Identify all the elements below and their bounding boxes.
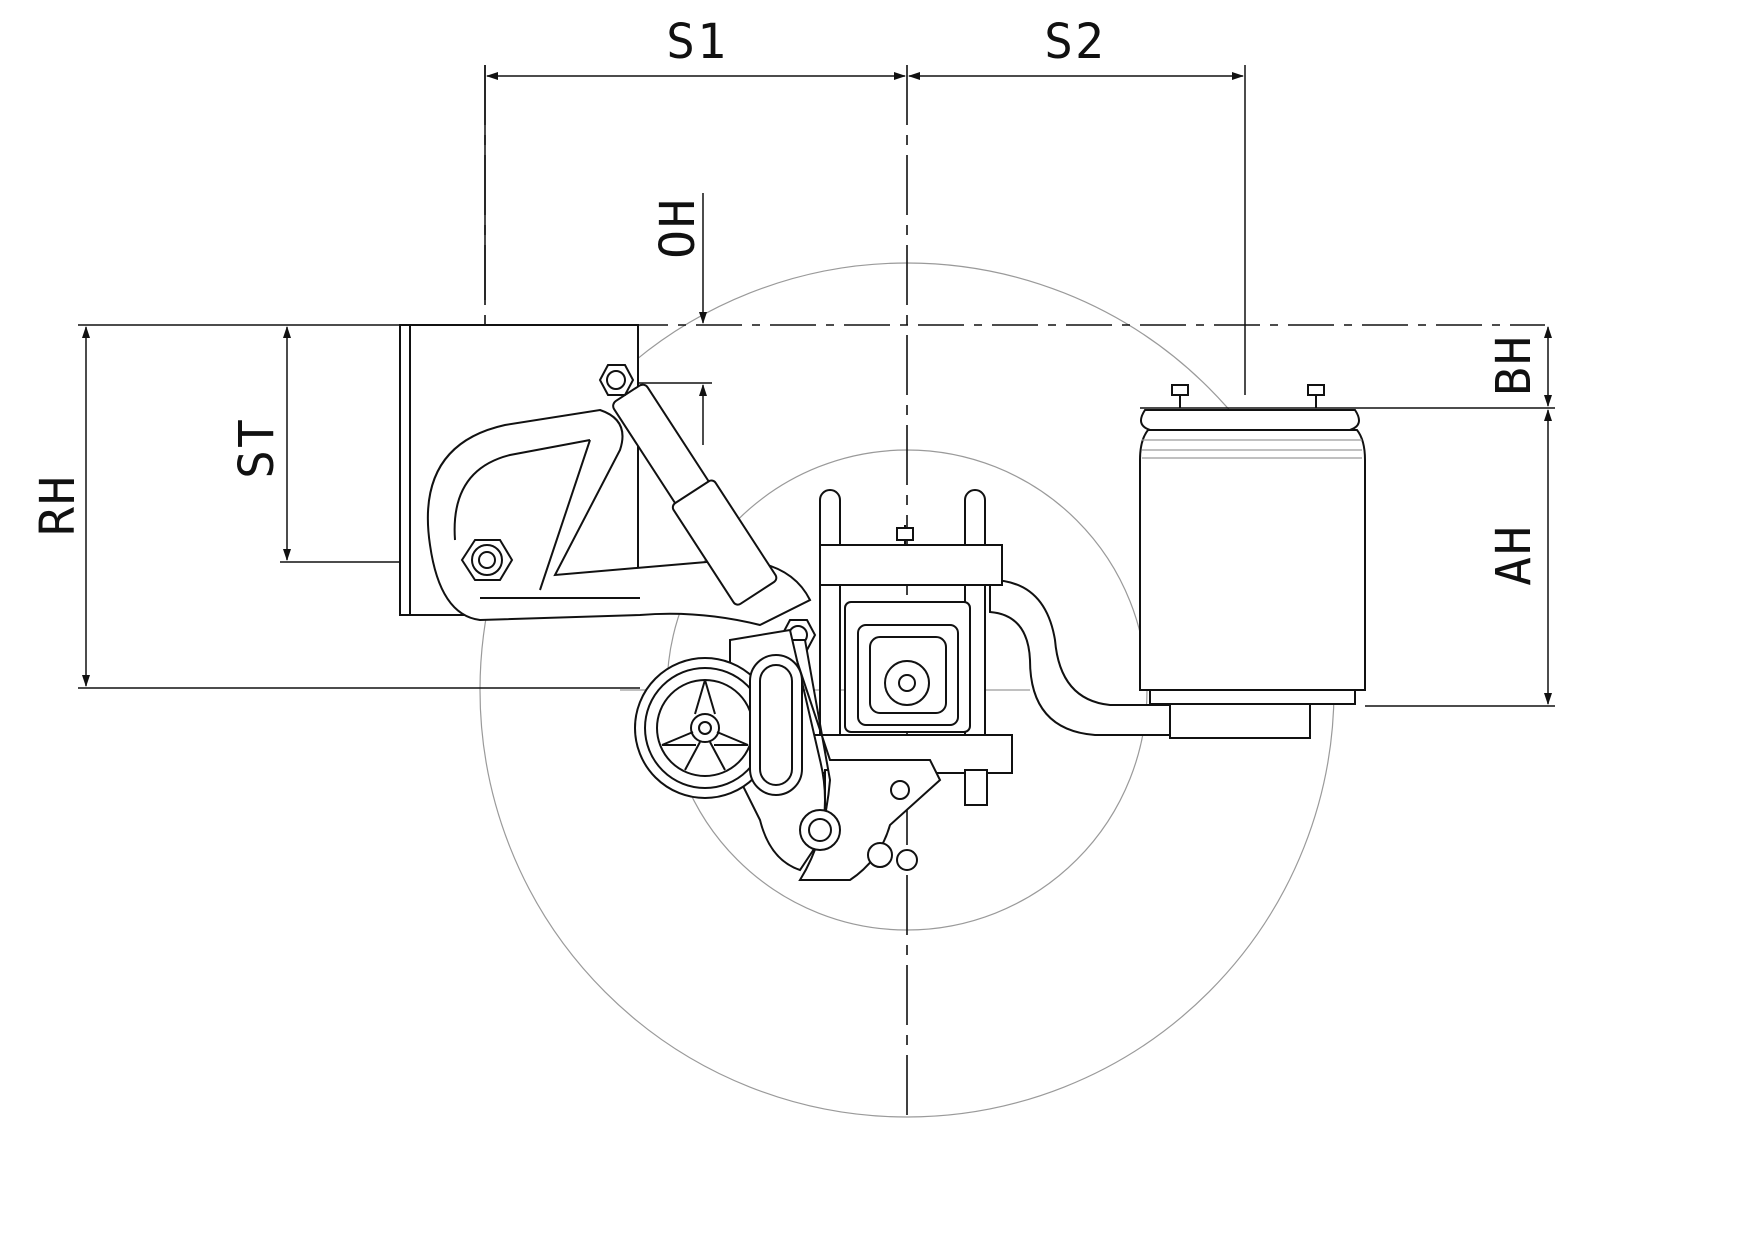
dim-label-oh: OH bbox=[650, 197, 706, 259]
air-spring-bag bbox=[1139, 384, 1366, 739]
dim-label-s1: S1 bbox=[666, 14, 728, 70]
dimension-lines bbox=[78, 65, 1555, 707]
slack-adjuster bbox=[749, 654, 803, 796]
dim-label-st: ST bbox=[229, 417, 285, 479]
dim-label-ah: AH bbox=[1486, 524, 1542, 586]
dim-label-rh: RH bbox=[30, 474, 86, 536]
shock-upper-nut bbox=[598, 364, 635, 396]
u-bolt-assembly bbox=[811, 489, 1013, 806]
pivot-bushing bbox=[460, 539, 514, 581]
shock-absorber bbox=[612, 383, 778, 606]
dim-label-s2: S2 bbox=[1044, 14, 1106, 70]
dim-label-bh: BH bbox=[1486, 334, 1542, 396]
